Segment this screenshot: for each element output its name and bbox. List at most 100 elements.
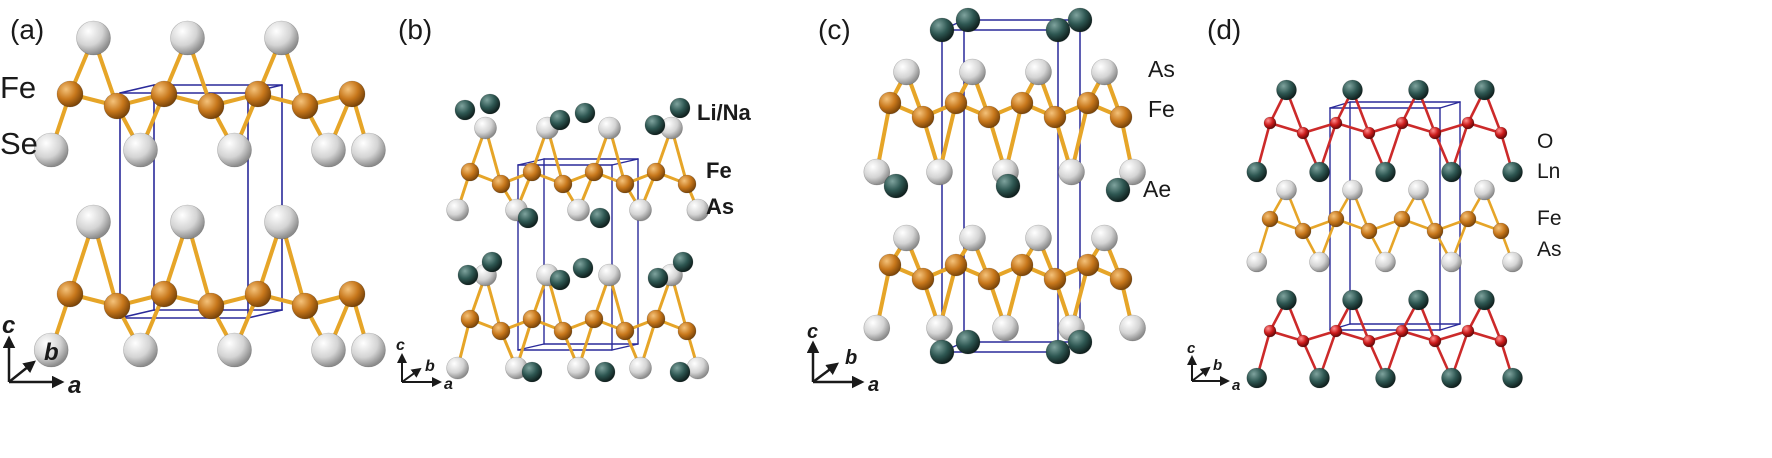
cell-edge: [119, 84, 155, 94]
fe-atom: [1043, 105, 1067, 129]
panel-a: (a) Fe Se c b a: [0, 14, 386, 399]
ln-atom: [1502, 367, 1523, 389]
fe-atom: [1109, 105, 1133, 129]
ln-atom: [1502, 161, 1523, 183]
o-atom: [1395, 324, 1409, 338]
o-atom: [1362, 334, 1376, 348]
o-atom: [1329, 116, 1343, 130]
fe-atom: [1327, 210, 1345, 228]
c-axis-label: c: [396, 337, 405, 354]
axis-triad: c b a: [396, 337, 453, 393]
ln-atom: [1375, 367, 1396, 389]
fe-atom: [460, 309, 480, 329]
ae-atom: [1045, 339, 1071, 365]
as-atom: [992, 314, 1019, 342]
fe-atom: [944, 253, 968, 277]
as-atom: [959, 58, 986, 86]
element-label-as: As: [706, 194, 734, 219]
fe-atom: [1109, 267, 1133, 291]
fe-atom: [150, 80, 178, 108]
fe-atom: [1426, 222, 1444, 240]
as-atom: [446, 198, 469, 222]
se-atom: [33, 332, 69, 368]
as-atom: [1119, 314, 1146, 342]
fe-atom: [615, 321, 635, 341]
ae-atom: [883, 173, 909, 199]
as-atom: [1058, 158, 1085, 186]
as-atom: [1091, 58, 1118, 86]
o-atom: [1296, 334, 1310, 348]
li-na-atom: [549, 269, 571, 291]
element-label-fe: Fe: [1148, 96, 1175, 122]
ln-atom: [1246, 367, 1268, 389]
as-atom: [567, 198, 590, 222]
a-axis-label: a: [68, 372, 81, 399]
as-atom: [1342, 179, 1363, 201]
li-na-atom: [457, 264, 479, 286]
se-atom: [351, 332, 386, 368]
as-atom: [1502, 251, 1523, 273]
se-atom: [123, 132, 158, 168]
cell-edge: [611, 158, 639, 166]
li-na-atom: [644, 114, 666, 136]
se-atom: [264, 204, 299, 240]
o-atom: [1461, 324, 1475, 338]
se-atom: [123, 332, 158, 368]
se-atom: [170, 20, 205, 56]
li-na-atom: [589, 207, 611, 229]
b-axis-arrow: [812, 362, 839, 383]
o-atom: [1461, 116, 1475, 130]
fe-atom: [1010, 91, 1034, 115]
a-axis-label: a: [444, 376, 453, 393]
element-label-fe: Fe: [0, 70, 36, 105]
b-axis-arrow: [8, 360, 36, 383]
fe-atom: [197, 292, 225, 320]
o-atom: [1296, 126, 1310, 140]
ln-atom: [1246, 161, 1268, 183]
ae-atom: [955, 7, 981, 33]
li-na-atom: [669, 361, 691, 383]
li-na-atom: [549, 109, 571, 131]
as-atom: [926, 158, 953, 186]
as-atom: [629, 356, 652, 380]
fe-atom: [1393, 210, 1411, 228]
fe-atom: [878, 253, 902, 277]
li-na-atom: [647, 267, 669, 289]
li-na-atom: [479, 93, 501, 115]
ae-atom: [929, 339, 955, 365]
unit-cell: [517, 158, 639, 351]
se-atom: [264, 20, 299, 56]
element-label-li-na: Li/Na: [697, 100, 752, 125]
as-atom: [1408, 179, 1429, 201]
cell-edge: [247, 309, 283, 319]
fe-atom: [1076, 253, 1100, 277]
as-atom: [1276, 179, 1297, 201]
c-axis-label: c: [807, 321, 818, 343]
fe-atom: [1076, 91, 1100, 115]
li-na-atom: [574, 102, 596, 124]
fe-atom: [103, 92, 131, 120]
ln-atom: [1309, 161, 1330, 183]
li-na-atom: [672, 251, 694, 273]
ln-atom: [1474, 289, 1495, 311]
fe-atom: [522, 309, 542, 329]
b-axis-label: b: [845, 347, 857, 369]
cell-edge: [1439, 323, 1461, 331]
o-atom: [1494, 126, 1508, 140]
o-atom: [1395, 116, 1409, 130]
fe-atom: [646, 309, 666, 329]
ln-atom: [1276, 79, 1297, 101]
as-atom: [567, 356, 590, 380]
li-na-atom: [669, 97, 691, 119]
as-atom: [686, 356, 710, 380]
ae-atom: [1045, 17, 1071, 43]
as-atom: [926, 314, 953, 342]
li-na-atom: [517, 207, 539, 229]
axis-triad: c b a: [2, 312, 81, 399]
fe-atom: [584, 162, 604, 182]
a-axis-label: a: [868, 374, 879, 396]
ae-atom: [1067, 7, 1093, 33]
fe-atom: [977, 105, 1001, 129]
fe-atom: [584, 309, 604, 329]
